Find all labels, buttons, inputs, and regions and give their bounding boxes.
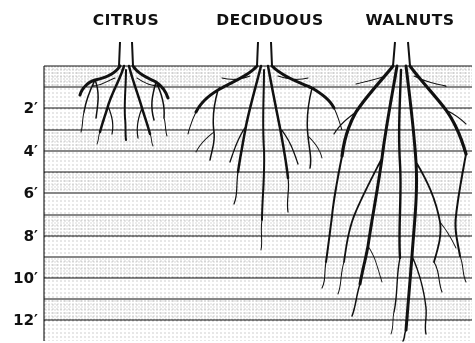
soil-band-1 bbox=[44, 130, 472, 151]
title-walnuts: WALNUTS bbox=[365, 11, 454, 29]
trunks bbox=[119, 42, 410, 66]
soil-band-3 bbox=[44, 215, 472, 236]
depth-label-6ft: 6′ bbox=[24, 184, 38, 202]
depth-label-10ft: 10′ bbox=[13, 269, 38, 287]
soil-band-2 bbox=[44, 172, 472, 193]
trunk-deciduous bbox=[257, 42, 272, 66]
soil-band-4 bbox=[44, 257, 472, 278]
depth-label-2ft: 2′ bbox=[24, 99, 38, 117]
depth-label-8ft: 8′ bbox=[24, 227, 38, 245]
trunk-citrus bbox=[119, 42, 133, 66]
depth-labels: 2′ 4′ 6′ 8′ 10′ 12′ bbox=[13, 99, 38, 329]
title-citrus: CITRUS bbox=[93, 11, 159, 29]
title-deciduous: DECIDUOUS bbox=[216, 11, 323, 29]
depth-label-4ft: 4′ bbox=[24, 142, 38, 160]
trunk-walnuts bbox=[393, 42, 410, 66]
depth-label-12ft: 12′ bbox=[13, 311, 38, 329]
